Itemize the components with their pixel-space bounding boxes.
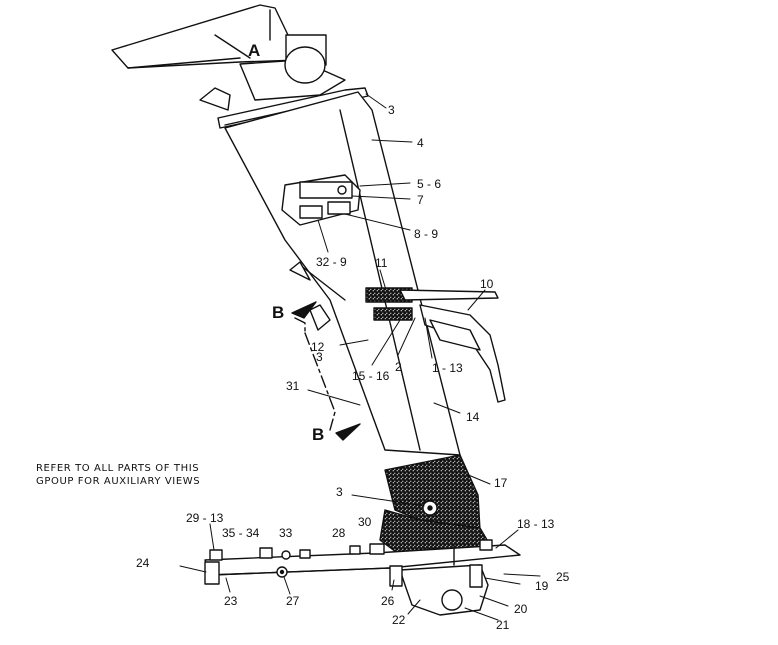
- callout-4: 4: [417, 136, 424, 150]
- callout-3-mid: 3: [316, 350, 323, 364]
- lower-fitting: [389, 544, 489, 616]
- callout-35-34: 35 - 34: [222, 526, 260, 540]
- callout-30: 30: [358, 515, 372, 529]
- callout-14: 14: [466, 410, 480, 424]
- note-line-2: GPOUP FOR AUXILIARY VIEWS: [36, 476, 201, 487]
- callout-7: 7: [417, 193, 424, 207]
- callout-19: 19: [535, 579, 549, 593]
- column-tube: [224, 91, 461, 456]
- callout-18-13: 18 - 13: [517, 517, 555, 531]
- callout-5-6: 5 - 6: [417, 177, 442, 191]
- callout-2: 2: [395, 360, 402, 374]
- column-boot: [379, 454, 491, 556]
- upper-bracket: [281, 174, 361, 226]
- section-line-b: [291, 301, 361, 441]
- callout-8-9: 8 - 9: [414, 227, 439, 241]
- callout-28: 28: [332, 526, 346, 540]
- callout-25: 25: [556, 570, 570, 584]
- callout-3-top: 3: [388, 103, 395, 117]
- callout-20: 20: [514, 602, 528, 616]
- callout-32-9: 32 - 9: [316, 255, 347, 269]
- leader-lines: [179, 93, 541, 621]
- callout-10: 10: [480, 277, 494, 291]
- callout-22: 22: [392, 613, 406, 627]
- note-line-1: REFER TO ALL PARTS OF THIS: [36, 463, 200, 474]
- column-top-housing: [199, 34, 369, 129]
- callout-17: 17: [494, 476, 508, 490]
- view-marker-b-top: B: [272, 303, 285, 322]
- callout-1-13: 1 - 13: [432, 361, 463, 375]
- callout-3-lower: 3: [336, 485, 343, 499]
- view-marker-b-bottom: B: [312, 425, 325, 444]
- callout-12: 12: [311, 340, 325, 354]
- callout-11: 11: [375, 256, 388, 270]
- callout-27: 27: [286, 594, 300, 608]
- view-marker-a: A: [248, 41, 261, 60]
- callout-24: 24: [136, 556, 150, 570]
- steering-wheel-spoke: [111, 4, 301, 69]
- callout-26: 26: [381, 594, 395, 608]
- callout-23: 23: [224, 594, 238, 608]
- base-plate: [204, 539, 521, 585]
- callout-21: 21: [496, 618, 510, 632]
- callout-29-13: 29 - 13: [186, 511, 224, 525]
- callout-33: 33: [279, 526, 293, 540]
- callout-15-16: 15 - 16: [352, 369, 390, 383]
- callout-31: 31: [286, 379, 300, 393]
- auxiliary-views-note: REFER TO ALL PARTS OF THIS GPOUP FOR AUX…: [36, 462, 200, 488]
- turn-signal-lever: [289, 261, 506, 403]
